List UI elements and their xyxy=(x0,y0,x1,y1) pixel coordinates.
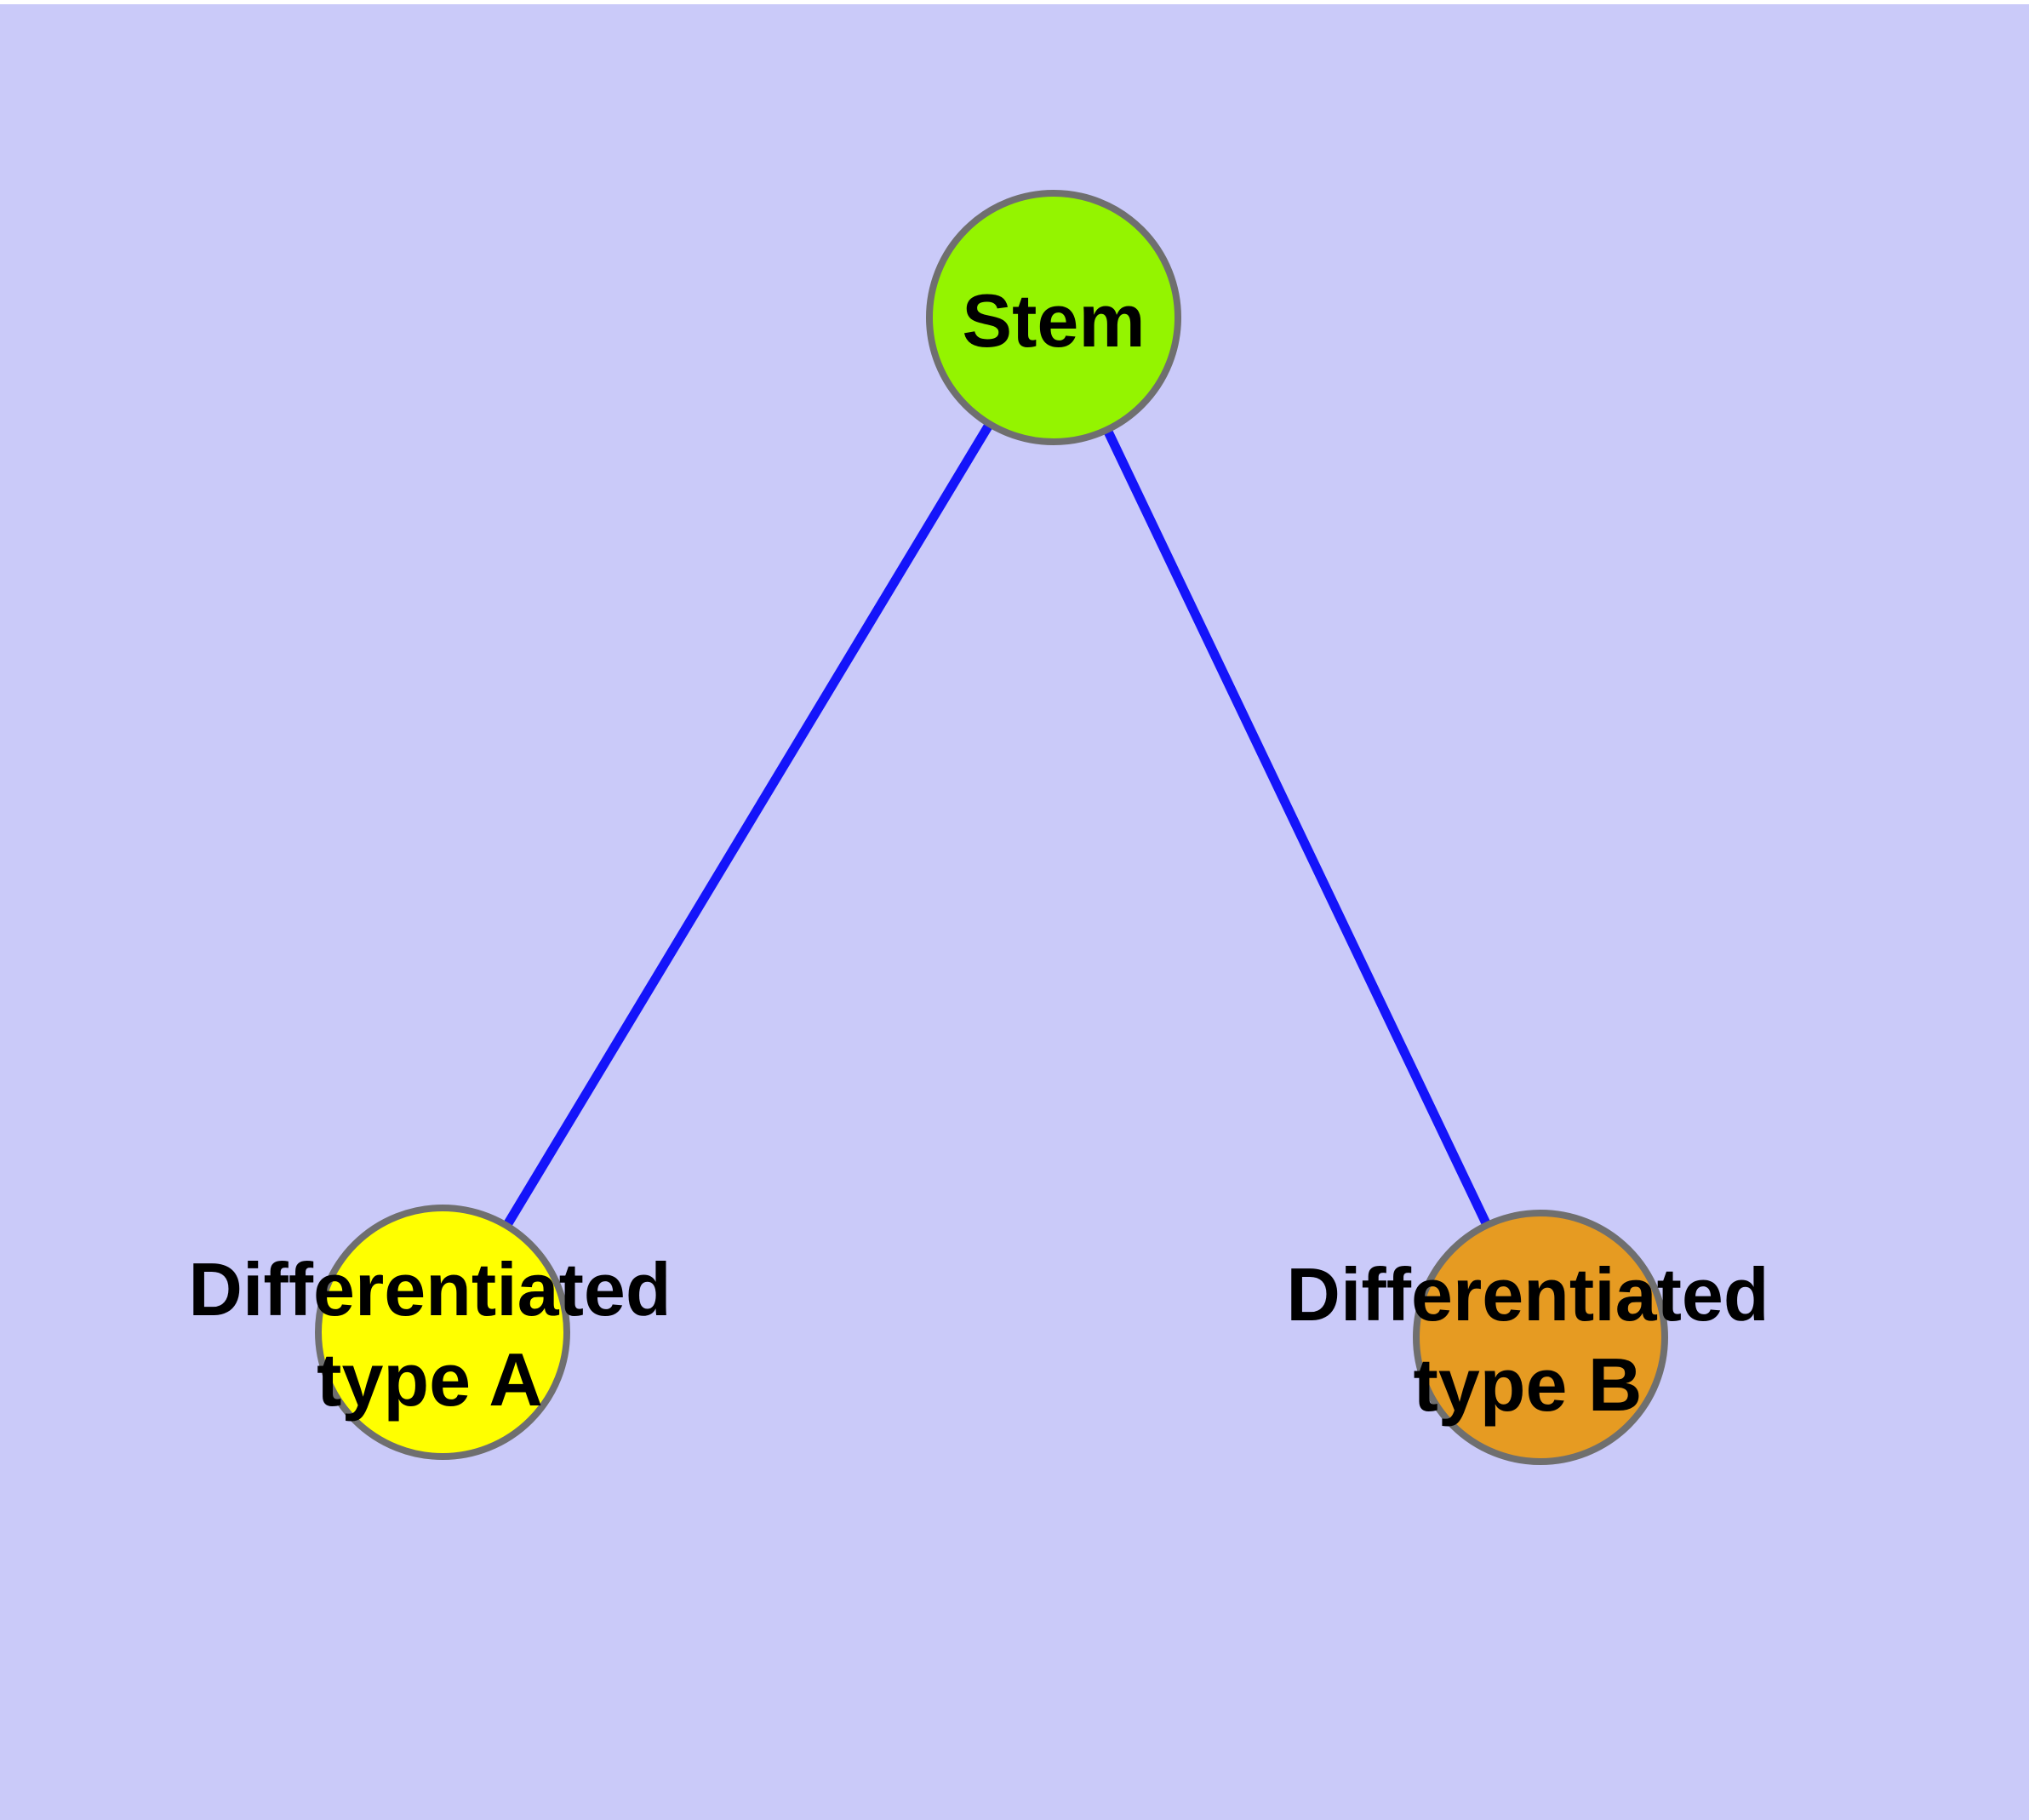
top-margin-strip xyxy=(0,0,2029,4)
node-type-a-label-line-1: Differentiated xyxy=(188,1247,672,1331)
node-differentiated-type-a xyxy=(315,1205,570,1460)
node-differentiated-type-b xyxy=(1413,1210,1668,1465)
node-type-a-label: Differentiated type A xyxy=(188,1245,671,1425)
node-type-b-label-line-2: type B xyxy=(1413,1342,1643,1427)
node-stem xyxy=(926,190,1181,445)
node-type-b-label-line-1: Differentiated xyxy=(1286,1252,1769,1336)
node-type-b-label: Differentiated type B xyxy=(1286,1250,1769,1430)
node-type-a-label-line-2: type A xyxy=(317,1337,543,1422)
edge-stem-to-type-a xyxy=(438,315,1058,1335)
node-stem-label: Stem xyxy=(962,278,1146,363)
edge-stem-to-type-b xyxy=(1049,315,1545,1340)
